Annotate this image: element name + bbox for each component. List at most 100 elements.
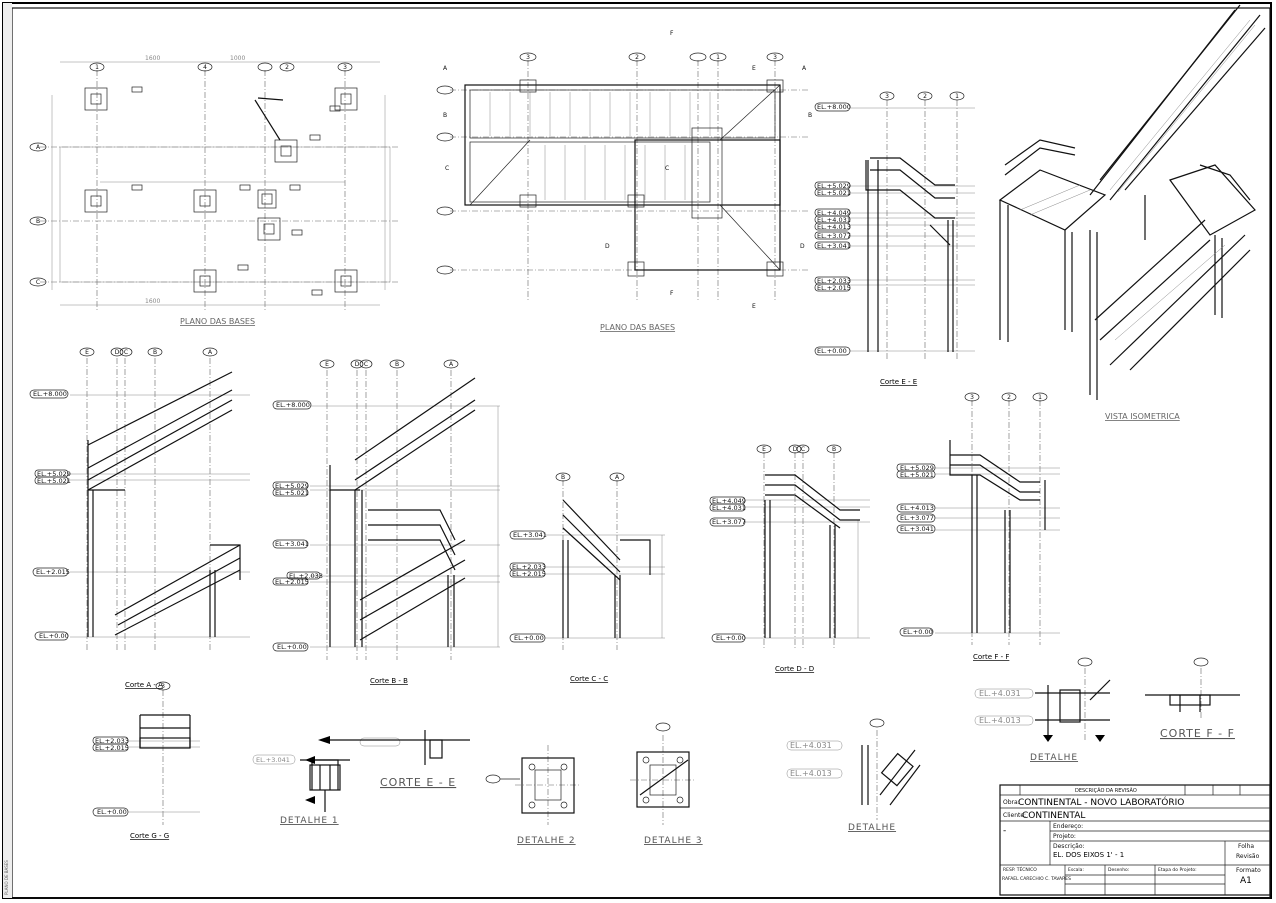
corte-cc-axis-b: B [561, 474, 565, 481]
corte-aa: E D C B A EL.+8.000 [29, 347, 250, 689]
section-marker-f-top: F [670, 30, 674, 37]
el-8000: EL.+8.000 [817, 103, 851, 111]
corte-dd-axis-e: E [762, 446, 766, 453]
corte-gg-el-2015: EL.+2.015 [95, 744, 129, 752]
corte-ff-caption: Corte F - F [973, 653, 1009, 661]
detalhe-5-el-4031: EL.+4.031 [979, 689, 1021, 698]
isometric-caption: VISTA ISOMETRICA [1105, 412, 1180, 421]
plan-right-axis-3: 3 [526, 54, 530, 61]
corte-cc: B A EL.+3.041 EL.+2.033 EL.+2.015 EL.+0.… [509, 472, 665, 683]
corte-ee: 3 2 1 EL.+8.000 EL.+5.029 EL.+5.02 [814, 91, 975, 386]
corte-dd-el-4031: EL.+4.031 [712, 504, 746, 512]
plan-right: 3 2 1 3 [436, 30, 812, 332]
section-marker-f: F [670, 290, 674, 297]
corte-gg-caption: Corte G - G [130, 832, 169, 840]
plan-left-axis-1: 1 [95, 64, 99, 71]
detalhe-1: EL.+3.041 DETALHE 1 [252, 754, 350, 826]
corte-bb-el-2015: EL.+2.015 [275, 578, 309, 586]
corte-ff-axis-3: 3 [970, 394, 974, 401]
svg-text:E: E [752, 303, 756, 310]
title-dash: - [1003, 826, 1006, 836]
corte-f-f-caption: CORTE F - F [1160, 727, 1235, 740]
corte-aa-axis-e: E [85, 349, 89, 356]
corte-dd-el-000: EL.+0.00 [716, 634, 746, 642]
desenho-label: Desenho: [1108, 867, 1129, 873]
corte-dd-axis-d: D [793, 446, 798, 453]
resp-label: RESP. TÉCNICO [1003, 865, 1037, 873]
el-4031: EL.+4.031 [817, 216, 851, 224]
corte-bb-axis-b: B [395, 361, 399, 368]
corte-bb: E D C B A [272, 359, 500, 685]
corte-f-f-detail: CORTE F - F [1145, 657, 1240, 740]
revisao-label: Revisão [1236, 853, 1260, 860]
escala-label: Escala: [1068, 867, 1084, 873]
dim-1000: 1000 [230, 55, 245, 62]
dim-1600: 1600 [145, 55, 160, 62]
corte-aa-el-8000: EL.+8.000 [33, 390, 67, 398]
detalhe-1-elevation: EL.+3.041 [256, 756, 290, 764]
projeto-label: Projeto: [1053, 833, 1076, 840]
corte-gg-el-2033: EL.+2.033 [95, 737, 129, 745]
detalhe-5: EL.+4.031 EL.+4.013 DETALHE [974, 657, 1111, 763]
corte-aa-axis-a: A [208, 349, 213, 356]
plan-left-axis-a: A [36, 144, 41, 151]
corte-dd-axis-c: C [801, 446, 805, 453]
svg-text:A: A [802, 65, 807, 72]
plan-right-axis-1: 1 [716, 54, 720, 61]
corte-aa-axis-d: D [115, 349, 120, 356]
svg-text:C: C [665, 165, 669, 172]
detalhe-2: DETALHE 2 [485, 745, 580, 846]
section-marker-b: B [443, 112, 447, 119]
corte-dd-el-3077: EL.+3.077 [712, 518, 746, 526]
corte-ff-el-5021: EL.+5.021 [900, 471, 934, 479]
corte-gg: 3 EL.+2.033 EL.+2.015 EL.+0.00 Corte G -… [92, 681, 200, 840]
corte-aa-el-000: EL.+0.00 [39, 632, 69, 640]
section-marker-a: A [443, 65, 448, 72]
detalhe-5-caption: DETALHE [1030, 753, 1078, 763]
el-5029: EL.+5.029 [817, 182, 851, 190]
svg-text:PLANO DE BASES: PLANO DE BASES [4, 860, 9, 895]
detalhe-4-caption: DETALHE [848, 823, 896, 833]
resp-name: RAFAEL CARECHIO C. TAVARES [1002, 876, 1071, 882]
obra-value: CONTINENTAL - NOVO LABORATÓRIO [1018, 796, 1184, 808]
plan-right-axis-3b: 3 [773, 54, 777, 61]
corte-ff-el-5029: EL.+5.029 [900, 464, 934, 472]
corte-ee-elevations: EL.+8.000 EL.+5.029 EL.+5.021 EL.+4.049 … [814, 102, 851, 356]
descricao-value: EL. DOS EIXOS 1' - 1 [1053, 851, 1124, 859]
corte-cc-el-000: EL.+0.00 [514, 634, 544, 642]
corte-bb-caption: Corte B - B [370, 677, 408, 685]
descricao-label: Descrição: [1053, 843, 1085, 850]
plan-left: 1 4 2 3 A B C 1600 1000 1600 [29, 55, 400, 326]
el-000: EL.+0.00 [817, 347, 847, 355]
corte-aa-el-5029: EL.+5.029 [37, 470, 71, 478]
corte-aa-axis-c: C [124, 349, 128, 356]
corte-e-e-detail: CORTE E - E [318, 730, 470, 789]
corte-bb-axis-a: A [449, 361, 454, 368]
plan-right-caption: PLANO DAS BASES [600, 323, 675, 332]
el-3041: EL.+3.041 [817, 242, 851, 250]
corte-ff-el-4013: EL.+4.013 [900, 504, 934, 512]
corte-ee-caption: Corte E - E [880, 378, 917, 386]
corte-cc-el-2015: EL.+2.015 [512, 570, 546, 578]
corte-cc-el-3041: EL.+3.041 [513, 531, 547, 539]
corte-ff-el-3077: EL.+3.077 [900, 514, 934, 522]
cliente-value: CONTINENTAL [1022, 811, 1085, 821]
corte-dd: E D C B EL.+4.049 EL.+4.031 EL.+3.077 EL… [709, 444, 870, 673]
corte-aa-caption: Corte A - A [125, 681, 163, 689]
plan-left-axis-4: 4 [203, 64, 207, 71]
corte-gg-el-000: EL.+0.00 [97, 808, 127, 816]
etapa-label: Etapa do Projeto: [1158, 867, 1197, 873]
formato-label: Formato [1236, 867, 1261, 874]
plan-left-axis-3: 3 [343, 64, 347, 71]
folha-label: Folha [1238, 843, 1254, 850]
corte-ff-el-000: EL.+0.00 [903, 628, 933, 636]
corte-cc-axis-a: A [615, 474, 620, 481]
section-marker-c: C [445, 165, 449, 172]
detalhe-1-caption: DETALHE 1 [280, 816, 339, 826]
corte-aa-axis-b: B [153, 349, 157, 356]
el-2033: EL.+2.033 [817, 277, 851, 285]
endereco-label: Endereço: [1053, 823, 1083, 830]
detalhe-4-el-4013: EL.+4.013 [790, 769, 832, 778]
corte-ee-axis-1: 1 [955, 93, 959, 100]
corte-bb-axis-c: C [364, 361, 368, 368]
